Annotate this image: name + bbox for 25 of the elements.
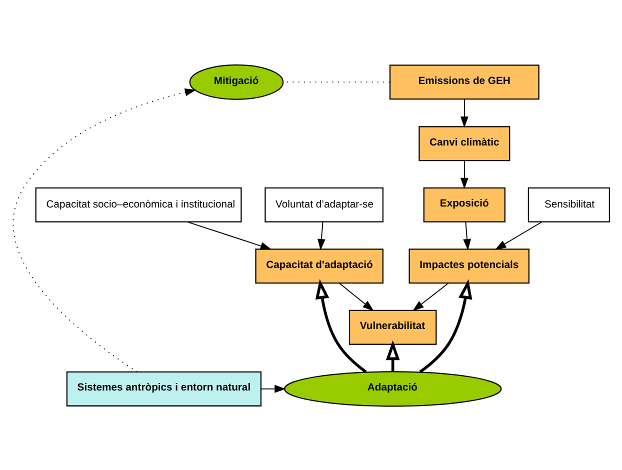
arrow bbox=[460, 160, 468, 189]
node-box: Capacitat d'adaptació bbox=[255, 248, 384, 284]
node-ellipse: Mitigació bbox=[189, 64, 284, 100]
node-box: Vulnerabilitat bbox=[348, 309, 437, 344]
arrow bbox=[317, 221, 326, 250]
node-ellipse: Adaptació bbox=[284, 370, 502, 406]
node-box: Canvi climàtic bbox=[418, 126, 510, 161]
arrow bbox=[260, 384, 286, 392]
node-box: Sistemes antròpics i entorn natural bbox=[66, 370, 262, 406]
node-box: Exposició bbox=[423, 186, 506, 222]
arrow bbox=[386, 340, 400, 371]
arrow bbox=[463, 221, 471, 250]
arrow bbox=[494, 220, 542, 250]
node-box: Impactes potencials bbox=[408, 248, 530, 284]
node-box: Sensibilitat bbox=[528, 186, 610, 222]
arrow bbox=[419, 278, 472, 373]
node-box: Voluntat d’adaptar-se bbox=[264, 186, 384, 222]
arrow bbox=[412, 282, 449, 311]
arrow bbox=[315, 278, 367, 373]
arrow bbox=[187, 220, 272, 250]
arrow bbox=[460, 98, 468, 128]
node-box: Emissions de GEH bbox=[389, 64, 540, 100]
node-box: Capacitat socio–econòmica i institucional bbox=[35, 186, 242, 222]
arrow bbox=[12, 88, 196, 372]
arrow bbox=[338, 282, 374, 311]
